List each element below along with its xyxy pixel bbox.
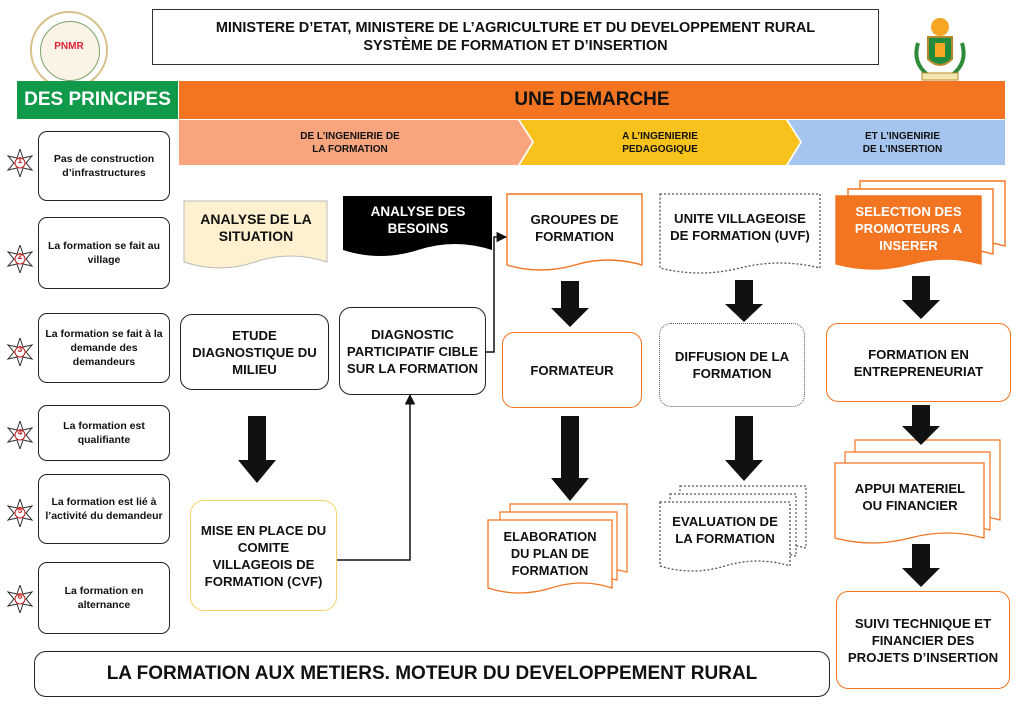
phase-1-line1: DE L’INGENIERIE DE [300,130,400,142]
block-arrow-down-icon [725,416,763,481]
star-badge-icon: 3 [6,336,34,368]
star-number: 2 [17,252,23,261]
phase-2: A L’INGENIERIE PEDAGOGIQUE [540,120,780,165]
star-badge-icon: 5 [6,497,34,529]
suivi-technique: SUIVI TECHNIQUE ET FINANCIER DES PROJETS… [836,591,1010,689]
evaluation-formation: EVALUATION DE LA FORMATION [672,514,778,546]
footer-banner: LA FORMATION AUX METIERS. MOTEUR DU DEVE… [34,651,830,697]
phase-2-line2: PEDAGOGIQUE [622,143,698,155]
phase-2-line1: A L’INGENIERIE [622,130,698,142]
appui-front [834,462,985,544]
header-line2: SYSTÈME DE FORMATION ET D’INSERTION [363,38,668,54]
analyse-besoins-shape [343,196,492,256]
star-badge-icon: 4 [6,419,34,451]
phase-1-line2: LA FORMATION [312,143,388,155]
star-badge-icon: 6 [6,583,34,615]
star-number: 4 [17,428,23,437]
connector-diagnostic-to-groupes [486,231,508,353]
page-header: MINISTERE D’ETAT, MINISTERE DE L’AGRICUL… [152,9,879,65]
diffusion-formation: DIFFUSION DE LA FORMATION [659,323,805,407]
unite-villageoise: UNITE VILLAGEOISE DE FORMATION (UVF) [670,211,810,243]
logo-left: PNMR [30,11,108,89]
logo-left-text: PNMR [54,41,84,52]
coat-of-arms-logo [914,18,966,81]
star-number: 5 [17,506,23,515]
elaboration-front [487,519,613,594]
groupes-formation: GROUPES DE FORMATION [530,211,619,244]
elaboration-plan: ELABORATION DU PLAN DE FORMATION [503,528,597,578]
principle-2: La formation se fait au village [38,217,170,289]
demarche-title: UNE DEMARCHE [179,81,1005,119]
star-number: 1 [17,156,23,165]
selection-front [835,195,982,270]
analyse-situation-shape [183,200,328,269]
block-arrow-down-icon [551,416,589,501]
appui-materiel: APPUI MATERIEL OU FINANCIER [854,481,966,513]
uvf-shape [659,193,821,274]
groupes-formation-shape [506,193,643,271]
analyse-situation: ANALYSE DE LA SITUATION [200,211,312,244]
formation-entrepreneuriat: FORMATION EN ENTREPRENEURIAT [826,323,1011,402]
principes-title: DES PRINCIPES [17,81,178,119]
analyse-besoins: ANALYSE DES BESOINS [370,204,466,236]
phase-3-chevron [788,120,1005,165]
formateur: FORMATEUR [502,332,642,408]
mise-en-place-cvf: MISE EN PLACE DU COMITE VILLAGEOIS DE FO… [190,500,337,611]
phase-3-line2: DE L’INSERTION [862,143,943,155]
star-badge-icon: 2 [6,243,34,275]
star-number: 3 [17,345,23,354]
etude-diagnostique: ETUDE DIAGNOSTIQUE DU MILIEU [180,314,329,390]
selection-promoteurs: SELECTION DES PROMOTEURS A INSERER [854,203,963,253]
principle-6: La formation en alternance [38,562,170,634]
principle-1: Pas de construction d’infrastructures [38,131,170,201]
connector-cvf-to-diagnostic [336,393,416,561]
diagnostic-participatif: DIAGNOSTIC PARTICIPATIF CIBLE SUR LA FOR… [339,307,486,395]
phase-3-line1: ET L’INGENIRIE [864,130,940,142]
star-badge-icon: 1 [6,147,34,179]
principle-4: La formation est qualifiante [38,405,170,461]
phase-1-chevron [179,120,532,165]
evaluation-front [659,501,791,572]
phase-2-chevron [520,120,800,165]
block-arrow-down-icon [902,276,940,319]
block-arrow-down-icon [725,280,763,322]
block-arrow-down-icon [902,544,940,587]
block-arrow-down-icon [238,416,276,483]
phase-1: DE L’INGENIERIE DE LA FORMATION [195,120,505,165]
principle-3: La formation se fait à la demande des de… [38,313,170,383]
star-number: 6 [17,592,23,601]
header-line1: MINISTERE D’ETAT, MINISTERE DE L’AGRICUL… [215,20,816,36]
phase-3: ET L’INGENIRIE DE L’INSERTION [805,120,1000,165]
principle-5: La formation est lié à l’activité du dem… [38,474,170,544]
block-arrow-down-icon [551,281,589,327]
block-arrow-down-icon [902,405,940,445]
